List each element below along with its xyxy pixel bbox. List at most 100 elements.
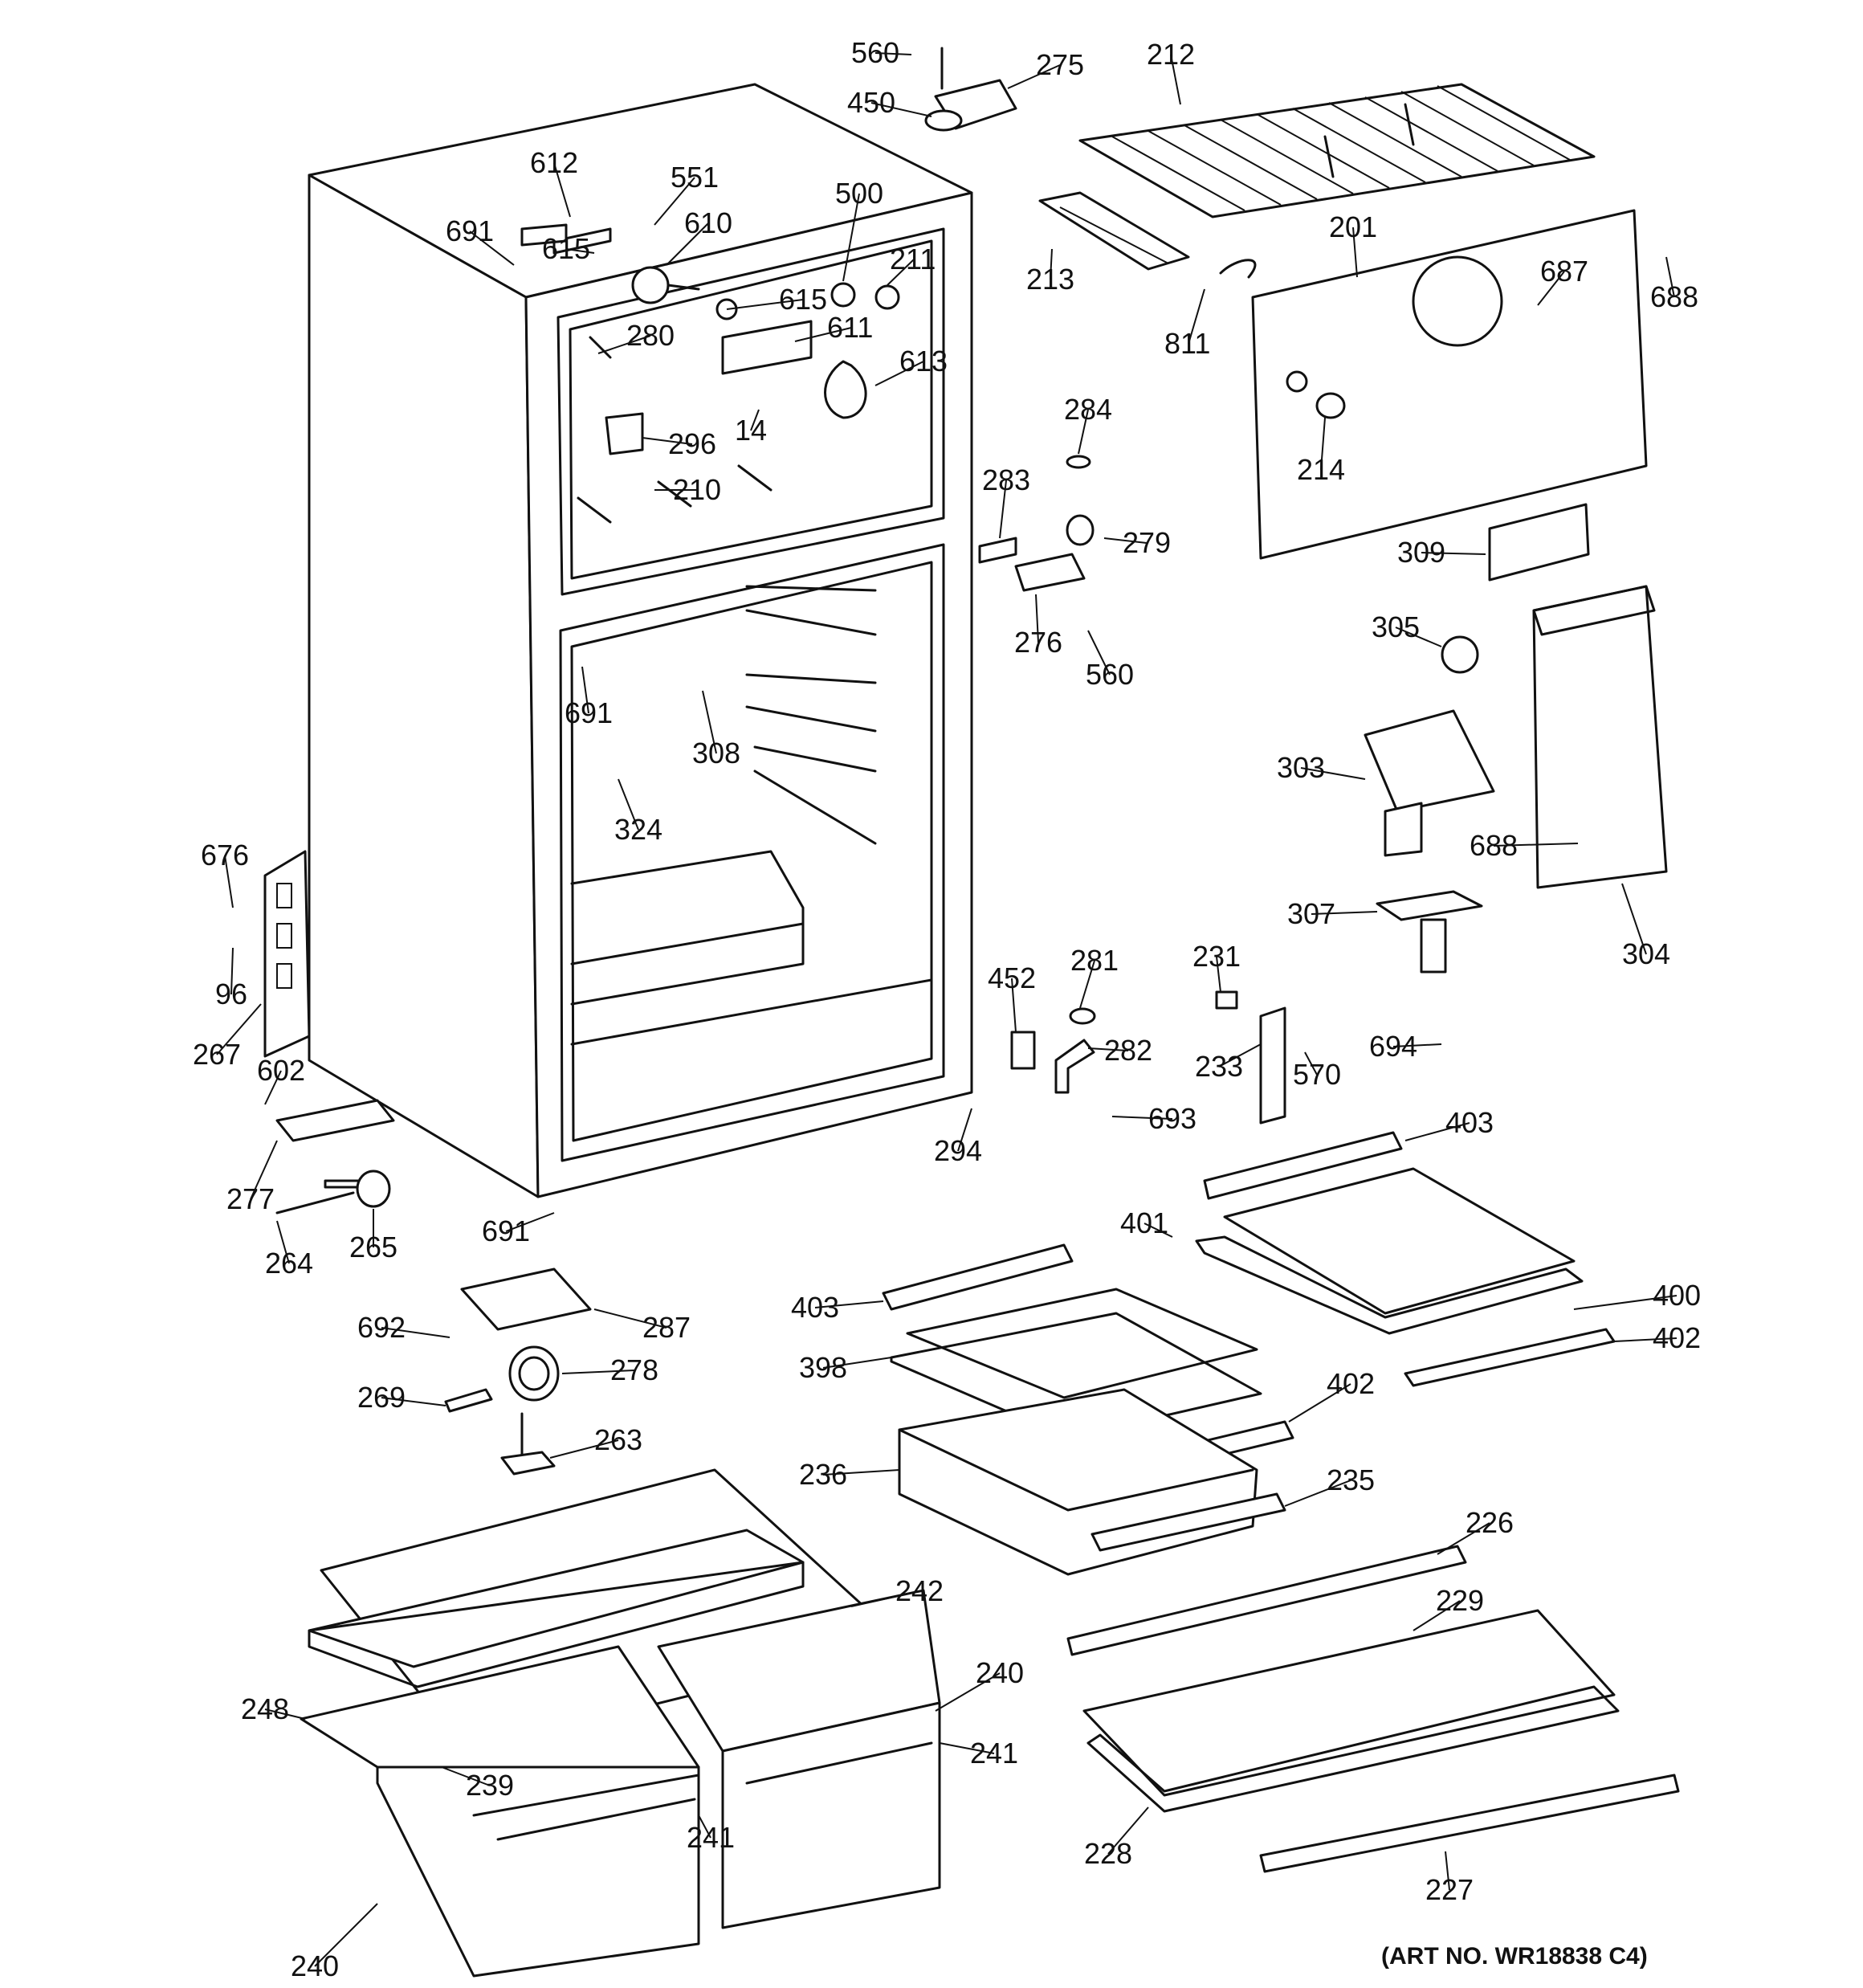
callout-label-263: 263 [594,1423,642,1456]
leader-line-403 [1404,1122,1470,1141]
leader-line-283 [999,480,1007,539]
leader-line-307 [1311,911,1378,915]
leader-line-213 [1050,248,1053,280]
callout-label-275: 275 [1036,48,1084,81]
leader-line-688 [1665,256,1675,298]
leader-line-304 [1621,883,1647,955]
shelf-bracket-233 [1215,990,1286,1125]
callout-label-551: 551 [671,161,719,194]
leader-line-693 [1111,1116,1173,1120]
leader-line-235 [1284,1480,1351,1507]
leader-line-676 [224,855,234,908]
leader-line-241 [939,1742,995,1754]
callout-label-500: 500 [835,177,883,210]
refrigerator-cabinet [308,83,973,1198]
leader-line-226 [1437,1522,1490,1555]
callout-label-231: 231 [1192,940,1241,973]
callout-label-450: 450 [847,86,895,119]
callout-label-242: 242 [895,1574,944,1607]
leader-line-402 [1613,1337,1678,1342]
control-knob-307 [1376,890,1483,974]
leader-line-228 [1107,1806,1149,1855]
leader-lines [216,52,1678,1967]
leader-line-305 [1395,627,1442,647]
callout-label-811: 811 [1164,327,1210,360]
leader-line-615 [726,299,804,310]
leader-line-278 [561,1370,635,1374]
leader-line-236 [822,1469,900,1476]
leader-line-241 [698,1815,711,1839]
leader-line-14 [750,409,760,431]
leader-line-263 [549,1439,619,1459]
hinge-plate-267 [263,850,311,1058]
callout-label-305: 305 [1372,610,1420,643]
shelf-assembly-400 [1195,1167,1616,1387]
callout-label-692: 692 [357,1311,406,1344]
roller-278 [508,1345,560,1402]
leader-line-551 [654,177,695,226]
leader-line-615 [565,248,595,254]
callout-label-613: 613 [899,345,948,378]
hinge-parts-276 [978,455,1095,592]
leader-line-308 [702,690,717,754]
callout-label-280: 280 [626,319,675,352]
leader-line-602 [264,1070,282,1105]
leader-line-284 [1078,409,1089,455]
crisper-drawer-236 [898,1388,1286,1576]
leader-line-811 [1188,288,1205,345]
leader-line-212 [1170,54,1181,105]
callout-label-281: 281 [1070,944,1119,977]
pan-240-right [657,1589,941,1929]
leader-line-694 [1392,1043,1442,1047]
hinge-parts-282 [1010,1007,1096,1094]
bracket-287 [460,1268,592,1331]
leader-line-233 [1218,1043,1262,1067]
leader-line-240 [314,1903,378,1967]
shelf-assembly-229 [1066,1545,1680,1873]
pan-240-left [300,1645,700,1978]
callout-label-602: 602 [257,1054,305,1087]
leader-line-227 [1445,1851,1450,1891]
leader-line-610 [666,222,709,266]
leader-line-691 [581,666,589,714]
leader-line-277 [250,1140,278,1200]
leader-line-688 [1493,843,1579,847]
leader-line-248 [264,1708,306,1720]
callout-label-615: 615 [779,283,827,316]
control-housing-303 [1364,635,1495,857]
callout-label-211: 211 [890,243,936,276]
leader-line-96 [230,947,234,995]
leader-line-287 [593,1308,667,1329]
leader-line-402 [1288,1383,1351,1423]
air-duct-304 [1532,585,1668,889]
leader-line-211 [887,259,915,286]
leader-line-214 [1320,417,1326,471]
leader-line-450 [870,102,932,117]
art-number: (ART NO. WR18838 C4) [1381,1943,1648,1970]
pin-269 [444,1388,493,1413]
leader-line-613 [874,361,924,386]
leader-line-264 [276,1220,290,1264]
leader-line-276 [1035,594,1039,643]
leveling-leg-263 [500,1412,556,1476]
callout-label-610: 610 [684,206,732,239]
callout-label-691: 691 [446,214,494,247]
leader-line-229 [1413,1600,1461,1631]
pan-frame-239 [308,1529,805,1688]
callout-label-269: 269 [357,1381,406,1414]
callout-label-402: 402 [1653,1321,1701,1354]
callout-label-226: 226 [1466,1506,1514,1539]
leader-line-280 [597,335,651,354]
leader-line-401 [1143,1223,1173,1238]
leader-line-612 [553,162,571,218]
leader-line-403 [814,1300,884,1308]
wire-811 [1219,259,1257,279]
top-hinge-275 [924,47,1017,132]
callout-label-235: 235 [1327,1463,1375,1496]
leader-line-296 [642,437,693,445]
callout-label-403: 403 [1445,1106,1494,1139]
leader-line-691 [469,231,515,266]
leader-line-240 [935,1672,1001,1712]
